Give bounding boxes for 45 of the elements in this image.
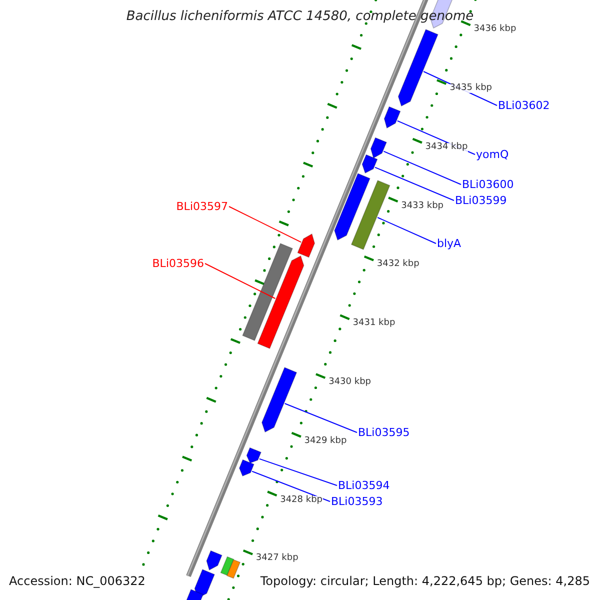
genome-summary: Topology: circular; Length: 4,222,645 bp; Genes: 4,285 [260,575,590,587]
leader-line [374,166,454,201]
scale-label: 3432 kbp [376,260,420,270]
gene-feature [257,255,304,350]
gene-bar [242,242,294,342]
leader-line [204,263,276,299]
gene-label: BLi03600 [462,179,514,190]
gene-label: BLi03597 [176,201,228,212]
leader-line [383,150,462,185]
leader-line [252,470,330,502]
gene-feature [297,233,316,258]
gene-feature [398,28,438,107]
scale-label: 3428 kbp [280,496,322,505]
gene-feature [246,447,262,464]
gene-bar [226,559,241,579]
gene-label: BLi03596 [152,258,204,269]
gene-label: blyA [437,238,462,249]
leader-line [284,403,358,433]
gene-bar [350,180,390,250]
scale-label: 3436 kbp [474,25,516,34]
scale-label: 3430 kbp [328,378,371,387]
gene-label: BLi03599 [455,195,507,206]
gene-label: BLi03602 [498,100,550,111]
accession-note: Accession: NC_006322 [9,575,146,587]
gene-label: BLi03595 [358,427,410,438]
gene-label: BLi03593 [331,496,383,507]
gene-bar [220,556,234,576]
gene-feature [261,366,298,433]
gene-feature [238,459,254,477]
scale-label: 3429 kbp [304,436,347,446]
gene-feature [362,154,378,174]
gene-feature [384,106,401,129]
gene-feature [370,137,388,159]
title: Bacillus licheniformis ATCC 14580, complete genome [126,10,474,23]
scale-label: 3435 kbp [450,84,492,93]
leader-line [228,206,302,243]
gene-label: BLi03594 [338,480,390,491]
scale-label: 3427 kbp [256,554,298,564]
gene-feature [206,550,222,571]
scale-label: 3433 kbp [401,202,444,211]
gene-label: yomQ [476,149,509,160]
scale-label: 3431 kbp [352,319,396,328]
scale-label: 3434 kbp [425,142,468,152]
leader-line [258,458,338,486]
gene-feature [334,172,370,241]
